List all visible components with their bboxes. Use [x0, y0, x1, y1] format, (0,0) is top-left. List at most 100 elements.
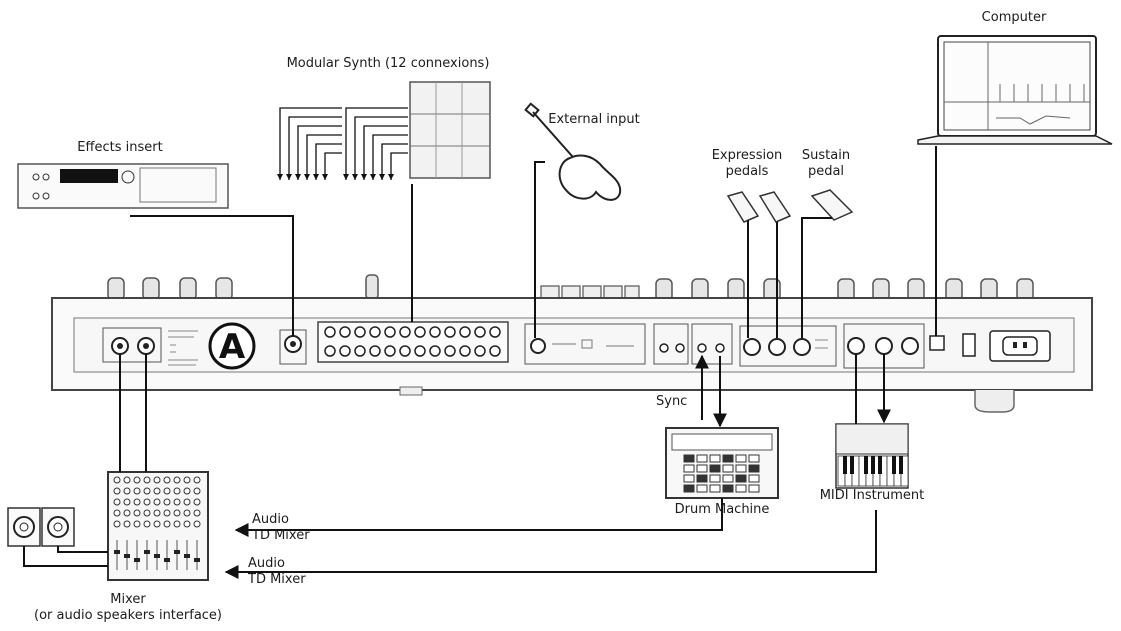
patch-jack	[444, 345, 456, 357]
cable-arrow	[361, 174, 367, 180]
mixer-knob	[143, 498, 151, 506]
drum-pad	[683, 454, 695, 463]
patch-jack	[414, 345, 426, 357]
patch-jack	[474, 326, 486, 338]
cable-arrow	[286, 174, 292, 180]
cable-arrow	[388, 174, 394, 180]
speakers	[7, 507, 75, 547]
synth-cable	[297, 125, 342, 180]
sustain-pedal-icon	[810, 189, 854, 221]
black-key	[843, 456, 847, 474]
mixer-knob	[173, 509, 181, 517]
mixer-knob	[163, 476, 171, 484]
drum-pad	[722, 454, 734, 463]
drum-machine-label: Drum Machine	[674, 502, 770, 517]
cable-arrow	[343, 174, 349, 180]
mixer-knob	[123, 498, 131, 506]
mixer-knob	[193, 520, 201, 528]
mixer-knob	[173, 498, 181, 506]
fader-cap	[134, 558, 140, 562]
fader-cap	[184, 554, 190, 558]
mixer-knob	[193, 476, 201, 484]
expression-pedals-label: Expression pedals	[711, 148, 783, 179]
drum-pad	[735, 454, 747, 463]
patch-jack	[354, 345, 366, 357]
patch-jack	[339, 326, 351, 338]
mixer-knob	[183, 509, 191, 517]
synth-cable-fan	[277, 107, 408, 180]
drum-pad	[709, 464, 721, 473]
external-input-label: External input	[548, 112, 640, 127]
svg-text:A: A	[219, 327, 246, 367]
mixer-knob	[113, 509, 121, 517]
patch-jack	[369, 345, 381, 357]
cable-arrow	[370, 174, 376, 180]
synth-cable	[363, 125, 408, 180]
drum-pad	[735, 474, 747, 483]
patch-jack	[459, 345, 471, 357]
midi-instrument-label: MIDI Instrument	[819, 488, 925, 503]
cable-arrow	[295, 174, 301, 180]
midi-keys	[837, 455, 909, 487]
patch-jack	[444, 326, 456, 338]
cable-arrow	[379, 174, 385, 180]
drum-pad	[696, 474, 708, 483]
mixer-knob	[133, 498, 141, 506]
drum-pad	[748, 484, 760, 493]
drum-pad	[735, 484, 747, 493]
mixer-knob	[153, 476, 161, 484]
effects-unit	[17, 163, 229, 209]
mixer-knob	[193, 498, 201, 506]
mixer-knob	[183, 520, 191, 528]
patch-jacks	[324, 326, 501, 357]
patch-jack	[489, 326, 501, 338]
patch-jack	[399, 345, 411, 357]
fader-cap	[144, 550, 150, 554]
mixer-knob	[143, 509, 151, 517]
mixer-knob	[183, 487, 191, 495]
synth-cable	[381, 143, 408, 180]
mixer-knob	[153, 487, 161, 495]
drum-pad	[683, 474, 695, 483]
patch-jack	[489, 345, 501, 357]
synth-cable	[324, 152, 342, 180]
top-buttons	[540, 285, 640, 301]
patch-jack	[324, 326, 336, 338]
drum-pad	[683, 484, 695, 493]
patch-jack	[474, 345, 486, 357]
black-key	[899, 456, 903, 474]
mixer-knob	[193, 509, 201, 517]
synth-cable	[279, 107, 342, 180]
cable-arrow	[313, 174, 319, 180]
patch-jack	[339, 345, 351, 357]
mixer-knob	[183, 476, 191, 484]
patch-jack	[369, 326, 381, 338]
midi-instrument	[835, 423, 909, 489]
mixer-knob	[123, 509, 131, 517]
patch-jack	[354, 326, 366, 338]
cable-arrow	[304, 174, 310, 180]
audio-td-mixer-label-2: Audio TD Mixer	[248, 556, 306, 587]
mixer-knob	[183, 498, 191, 506]
mixer-knob	[163, 509, 171, 517]
mixer-knob	[173, 476, 181, 484]
mixer-label: Mixer (or audio speakers interface)	[33, 592, 223, 623]
synth-cable	[345, 107, 408, 180]
brand-logo: A	[208, 322, 256, 370]
mixer-knob	[143, 476, 151, 484]
mixer-knob	[133, 520, 141, 528]
drum-pad	[722, 474, 734, 483]
drum-pad	[696, 454, 708, 463]
cable-arrow	[277, 174, 283, 180]
connection-lines	[23, 146, 937, 579]
sustain-pedal-label: Sustain pedal	[801, 148, 851, 179]
black-key	[892, 456, 896, 474]
synth-cable	[306, 134, 342, 180]
cable-arrow	[352, 174, 358, 180]
synth-cable	[390, 152, 408, 180]
sync-label: Sync	[656, 394, 688, 409]
mixer-knob	[153, 520, 161, 528]
drum-pad	[709, 484, 721, 493]
patch-jack	[399, 326, 411, 338]
